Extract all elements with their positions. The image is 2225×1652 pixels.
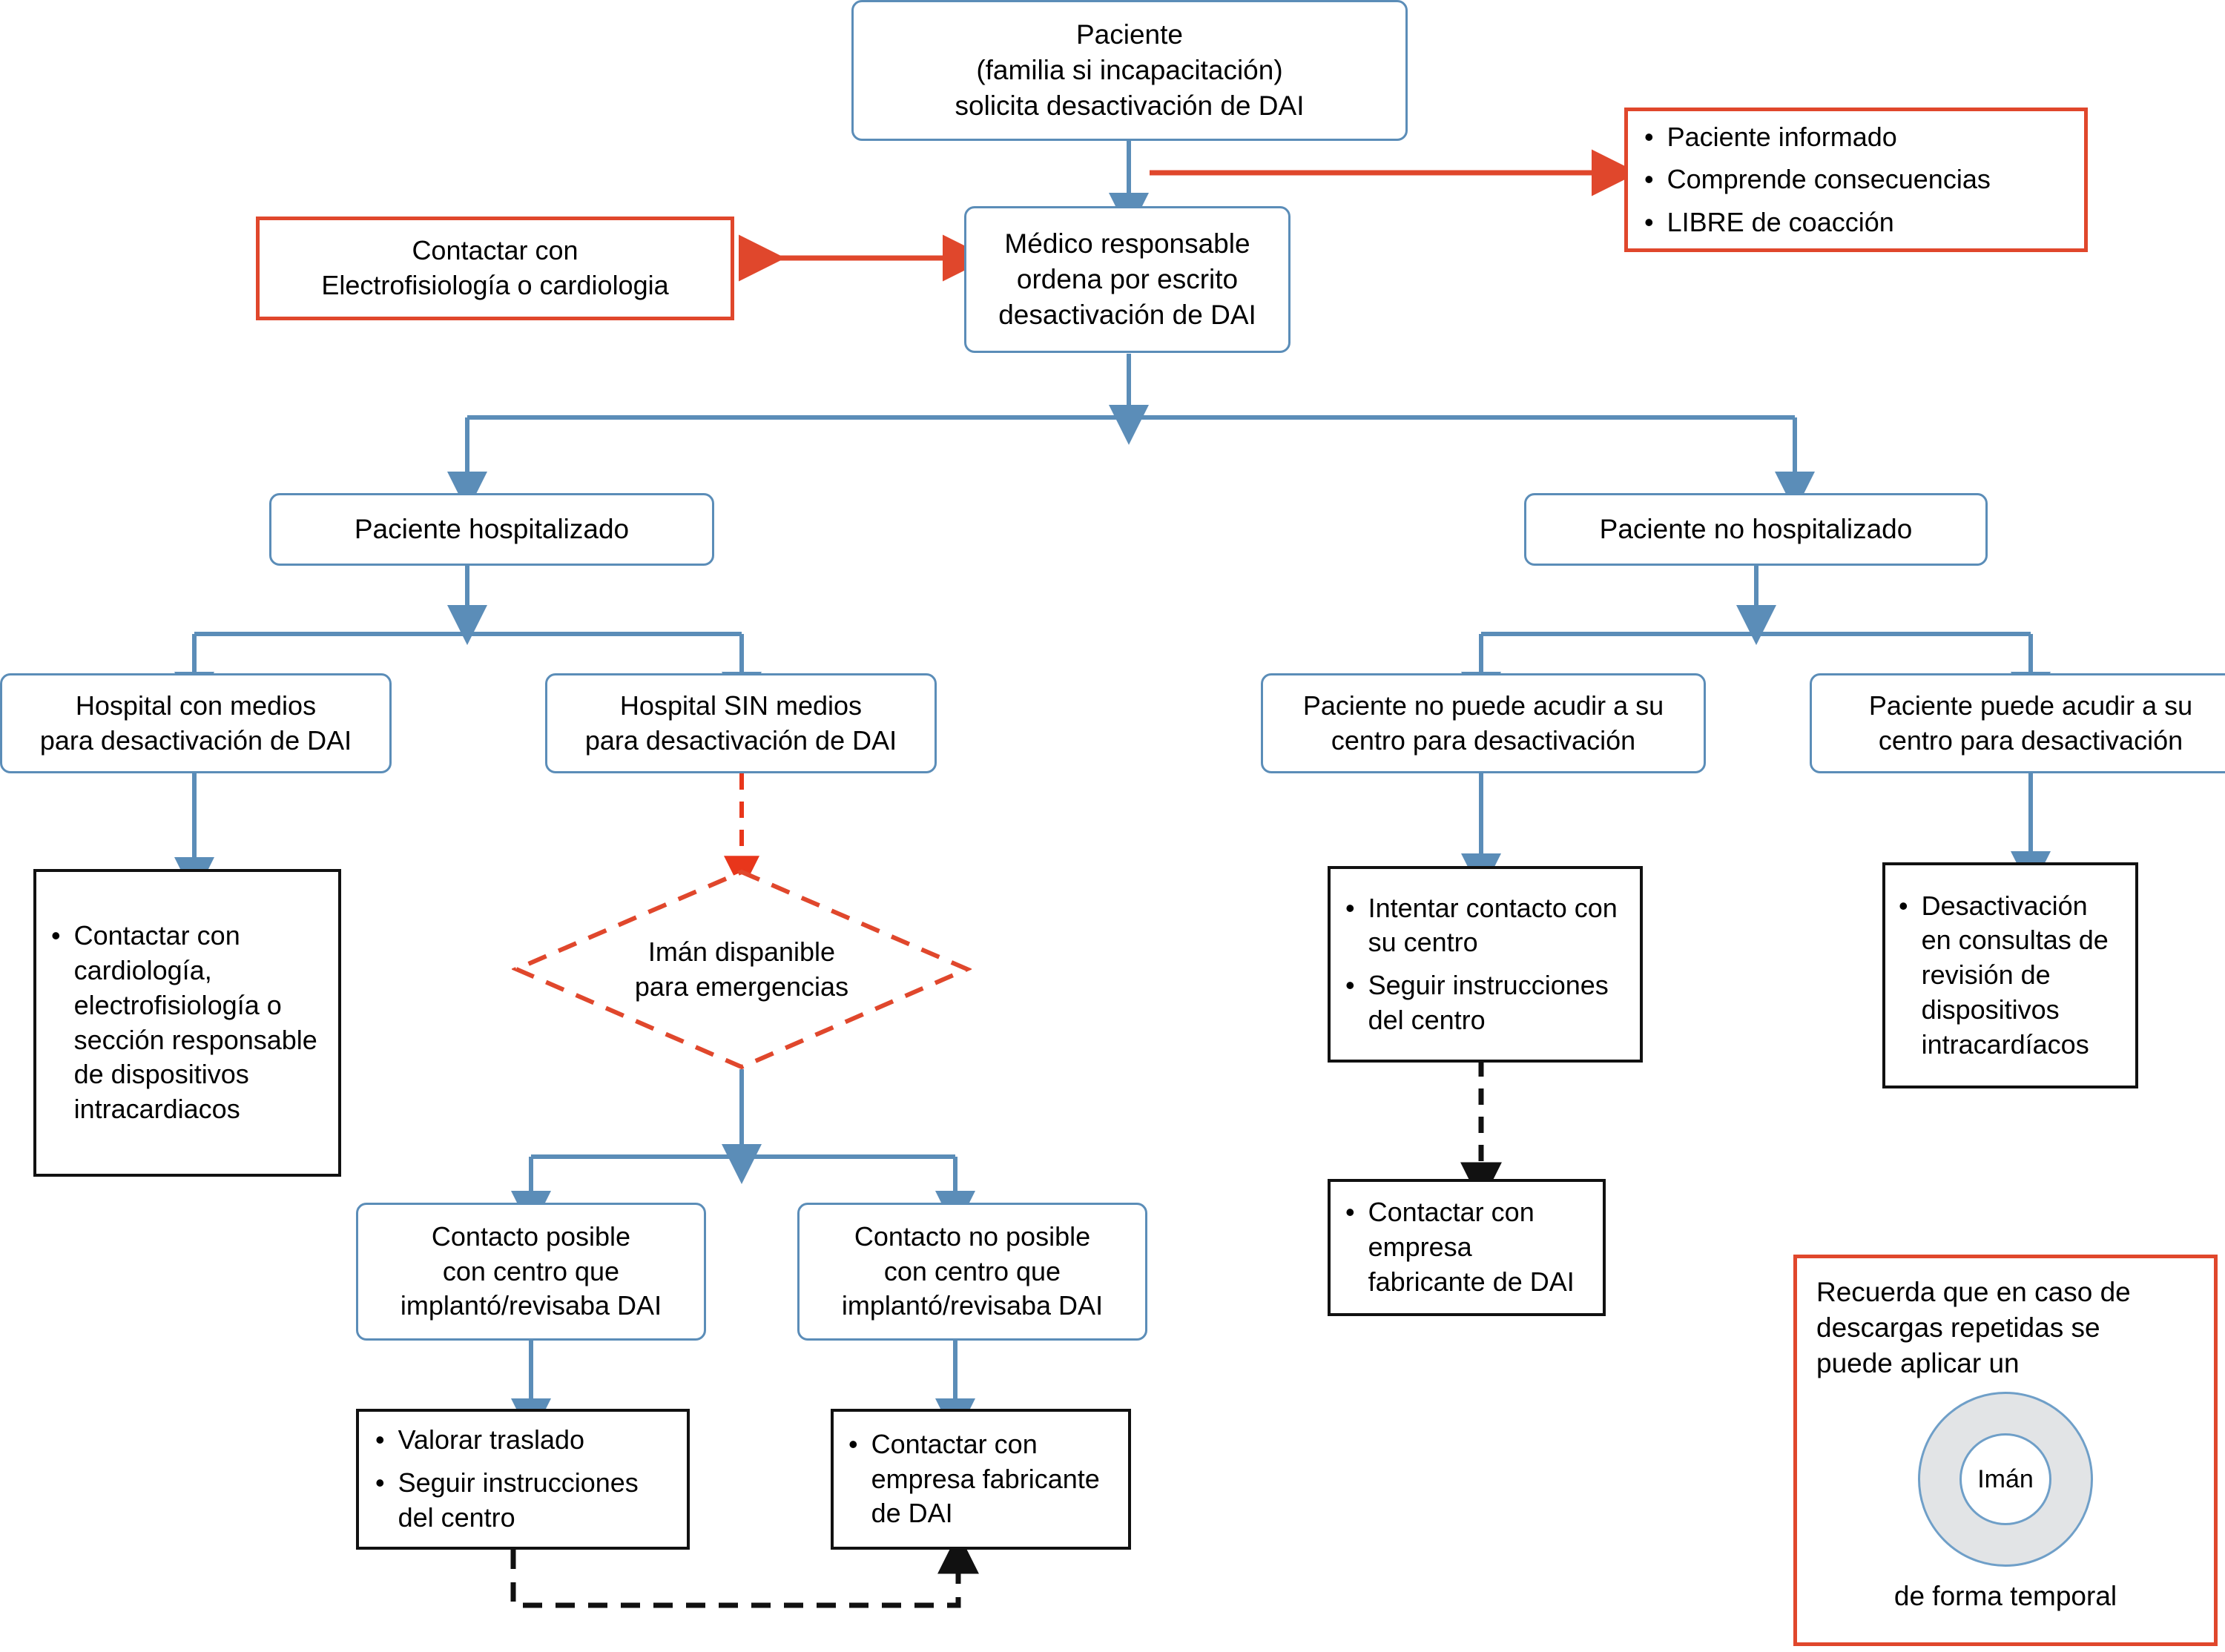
node-contactar-cardiologia[interactable]: Contactar con cardiología, electrofisiol… <box>33 869 341 1177</box>
no-hospitalizado-label: Paciente no hospitalizado <box>1599 513 1913 544</box>
contactar-electro-line-2: Electrofisiología o cardiologia <box>321 270 669 300</box>
valorar-traslado-item: Valorar traslado <box>375 1423 670 1458</box>
condicion-item: Comprende consecuencias <box>1644 162 2068 197</box>
recuerda-line-1: Recuerda que en caso de <box>1816 1277 2131 1307</box>
contacto-posible-line-3: implantó/revisaba DAI <box>400 1290 662 1321</box>
contacto-posible-line-1: Contacto posible <box>431 1220 631 1252</box>
node-paciente-no-hospitalizado[interactable]: Paciente no hospitalizado <box>1524 493 1988 566</box>
node-paciente-no-puede-acudir[interactable]: Paciente no puede acudir a su centro par… <box>1261 673 1706 773</box>
iman-line-2: para emergencias <box>634 971 849 1002</box>
node-medico-responsable[interactable]: Médico responsable ordena por escrito de… <box>964 206 1290 353</box>
hospital-con-medios-line-1: Hospital con medios <box>75 690 317 721</box>
condicion-item: LIBRE de coacción <box>1644 205 2068 240</box>
decision-iman-disponible[interactable]: Imán dispanible para emergencias <box>512 868 972 1071</box>
recuerda-bottom-line: de forma temporal <box>1893 1581 2117 1612</box>
hospital-sin-medios-line-2: para desactivación de DAI <box>584 724 897 756</box>
condicion-item: Paciente informado <box>1644 120 2068 155</box>
node-contactar-empresa-izquierda[interactable]: Contactar con empresa fabricante de DAI <box>831 1409 1131 1550</box>
intentar-contacto-item: Intentar contacto con su centro <box>1345 891 1625 961</box>
contactar-empresa-item: Contactar con empresa fabricante de DAI <box>1345 1195 1588 1299</box>
node-hospital-sin-medios[interactable]: Hospital SIN medios para desactivación d… <box>545 673 937 773</box>
hospital-sin-medios-line-1: Hospital SIN medios <box>619 690 863 721</box>
node-paciente-puede-acudir[interactable]: Paciente puede acudir a su centro para d… <box>1810 673 2225 773</box>
contacto-no-posible-line-1: Contacto no posible <box>854 1220 1091 1252</box>
no-puede-acudir-line-2: centro para desactivación <box>1331 724 1636 756</box>
node-condiciones-paciente[interactable]: Paciente informado Comprende consecuenci… <box>1624 108 2088 252</box>
node-contacto-posible[interactable]: Contacto posible con centro que implantó… <box>356 1203 706 1341</box>
iman-line-1: Imán dispanible <box>647 936 836 967</box>
paciente-line-3: solicita desactivación de DAI <box>955 90 1305 122</box>
magnet-ring-inner: Imán <box>1959 1433 2051 1526</box>
recuerda-line-3: puede aplicar un <box>1816 1348 2020 1379</box>
contacto-posible-line-2: con centro que <box>442 1255 620 1286</box>
hospitalizado-label: Paciente hospitalizado <box>354 513 630 544</box>
paciente-line-2: (familia si incapacitación) <box>976 54 1283 85</box>
contactar-cardiologia-item: Contactar con cardiología, electrofisiol… <box>51 919 323 1127</box>
magnet-illustration: Imán <box>1816 1392 2195 1567</box>
recuerda-line-2: descargas repetidas se <box>1816 1312 2100 1344</box>
hospital-con-medios-line-2: para desactivación de DAI <box>39 724 352 756</box>
puede-acudir-line-2: centro para desactivación <box>1878 724 2183 756</box>
contacto-no-posible-line-2: con centro que <box>883 1255 1061 1286</box>
paciente-line-1: Paciente <box>1076 19 1183 50</box>
note-recuerda-iman[interactable]: Recuerda que en caso de descargas repeti… <box>1793 1255 2218 1646</box>
diamond-outline <box>512 869 972 1070</box>
node-valorar-traslado[interactable]: Valorar traslado Seguir instrucciones de… <box>356 1409 690 1550</box>
node-contactar-empresa-derecha[interactable]: Contactar con empresa fabricante de DAI <box>1328 1179 1606 1316</box>
medico-line-1: Médico responsable <box>1004 228 1250 259</box>
medico-line-3: desactivación de DAI <box>998 300 1256 331</box>
no-puede-acudir-line-1: Paciente no puede acudir a su <box>1302 690 1664 721</box>
medico-line-2: ordena por escrito <box>1016 263 1239 294</box>
magnet-label: Imán <box>1977 1464 2034 1493</box>
node-desactivacion-consultas[interactable]: Desactivación en consultas de revisión d… <box>1882 862 2138 1088</box>
magnet-ring-outer: Imán <box>1918 1392 2093 1567</box>
valorar-traslado-item: Seguir instrucciones del centro <box>375 1466 670 1536</box>
intentar-contacto-item: Seguir instrucciones del centro <box>1345 968 1625 1038</box>
contacto-no-posible-line-3: implantó/revisaba DAI <box>841 1290 1104 1321</box>
contactar-electro-line-1: Contactar con <box>412 235 578 266</box>
node-contactar-electrofisiologia[interactable]: Contactar con Electrofisiología o cardio… <box>256 217 734 320</box>
node-paciente[interactable]: Paciente (familia si incapacitación) sol… <box>851 0 1408 141</box>
node-contacto-no-posible[interactable]: Contacto no posible con centro que impla… <box>797 1203 1147 1341</box>
contactar-empresa-item: Contactar con empresa fabricante de DAI <box>848 1427 1113 1531</box>
desactivacion-consultas-item: Desactivación en consultas de revisión d… <box>1899 889 2122 1063</box>
node-hospital-con-medios[interactable]: Hospital con medios para desactivación d… <box>0 673 392 773</box>
node-paciente-hospitalizado[interactable]: Paciente hospitalizado <box>269 493 714 566</box>
node-intentar-contacto[interactable]: Intentar contacto con su centro Seguir i… <box>1328 866 1643 1063</box>
puede-acudir-line-1: Paciente puede acudir a su <box>1868 690 2193 721</box>
